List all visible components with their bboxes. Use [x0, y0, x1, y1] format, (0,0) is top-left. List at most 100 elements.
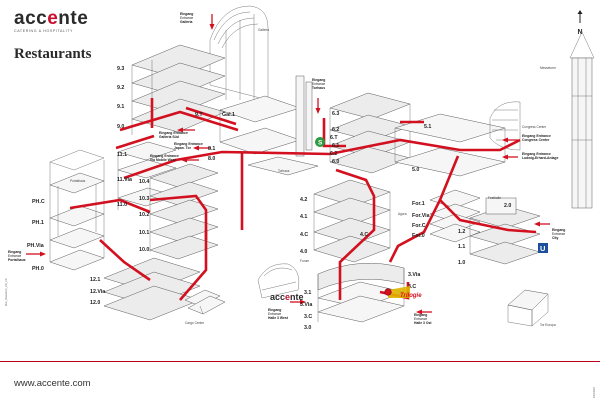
north-label: N [577, 29, 583, 36]
entrance-portalhaus-label: Eingang Entrance Portalhaus [8, 240, 26, 262]
entrance-galleria-sued-label: Eingang Entrance Galleria Süd [159, 121, 192, 139]
level-labels-hall11: 11.1 11.Via 11.0 [117, 152, 132, 208]
level-label: PH.1 [32, 220, 44, 226]
level-label: For.1 [412, 201, 425, 207]
hall-8-block [219, 95, 301, 155]
level-label: 5.0 [412, 167, 419, 173]
level-label: 6.1 [332, 143, 339, 149]
s-bahn-icon: S [315, 137, 325, 147]
level-label: 6.2 [330, 151, 337, 157]
level-labels-hall8: 8.1 8.0 [208, 146, 215, 162]
torhaus-building [247, 75, 319, 176]
messeturm-tower [569, 31, 595, 209]
entrance-city-label: Eingang Entrance City [552, 218, 570, 240]
location-pin-icon[interactable] [384, 288, 392, 296]
hall-1-stack [469, 197, 541, 265]
accente-logo: accente CATERING & HOSPITALITY [14, 8, 88, 33]
hall-12-stack [103, 257, 201, 321]
building-label: Forum [300, 259, 310, 263]
level-label: 3.C [304, 314, 312, 320]
entrance-halle3-ost-label: Eingang Entrance Halle 3 Ost [414, 303, 432, 325]
level-labels-hall6: 6.3 6.2 6.1 6.0 6.T 6.2 [330, 111, 339, 165]
building-label: Galleria [258, 28, 269, 32]
congress-center-building [489, 101, 521, 151]
level-label: 4.2 [300, 197, 307, 203]
document-code: Rst_Standort_29_16 [4, 278, 8, 306]
level-labels-portalhaus: PH.C PH.1 PH.Via PH.0 [27, 199, 45, 272]
fairground-map: 9.3 9.2 9.1 9.0 9.T Gal.1 8.1 8.0 11.1 1… [8, 2, 595, 331]
level-label: 9.T [195, 112, 203, 118]
level-label: 4.C [360, 232, 368, 238]
hall-9-stack [131, 44, 226, 135]
level-label: Gal.1 [222, 112, 235, 118]
entrance-ludwig-erhard-label: Eingang Entrance Ludwig-Erhard-Anlage [522, 142, 558, 160]
level-label: 9.3 [117, 66, 124, 72]
building-label: Cargo Center [185, 321, 205, 325]
level-label: For.Via [412, 213, 430, 219]
level-labels-hall3: 3.1 3.Via 3.C 3.0 3.Via 3.C [300, 272, 420, 331]
entrance-galleria-label: Eingang Entrance Galleria [180, 2, 198, 24]
level-labels-forum: For.1 For.Via For.C For.0 [412, 201, 430, 239]
portalhaus-stack [49, 149, 105, 271]
level-labels-hall12: 12.1 12.Via 12.0 [90, 277, 105, 306]
cargo-center-building [184, 289, 226, 315]
level-label: 8.1 [208, 146, 215, 152]
festhalle-building [257, 263, 300, 299]
level-label: 6.0 [332, 159, 339, 165]
building-label: Festhalle [488, 196, 501, 200]
level-label: 1.2 [458, 229, 465, 235]
building-label: Congress Center [522, 125, 547, 129]
level-labels-hall4: 4.2 4.1 4.C 4.0 4.C [300, 197, 368, 255]
level-label: 11.1 [117, 152, 127, 158]
level-labels-hall1: 2.0 1.2 1.1 1.0 [458, 203, 511, 266]
building-label: Agora [398, 212, 407, 216]
level-labels-hall9: 9.3 9.2 9.1 9.0 9.T Gal.1 [117, 66, 235, 130]
level-label: 3.1 [304, 290, 311, 296]
level-label: 10.4 [139, 179, 149, 185]
svg-text:accente: accente [270, 292, 304, 302]
entrance-via-mobile-label: Eingang Entrance Via Mobile West [150, 144, 183, 162]
north-arrow: N [574, 10, 586, 36]
building-label: Torhaus [278, 169, 290, 173]
level-label: 10.0 [139, 247, 149, 253]
level-label: 10.1 [139, 230, 149, 236]
galleria-building [209, 5, 269, 101]
level-labels-hall5: 5.1 5.0 [412, 124, 431, 173]
level-label: 1.0 [458, 260, 465, 266]
entrance-congress-center-label: Eingang Entrance Congress Center [522, 124, 555, 142]
building-label: Messeturm [540, 66, 556, 70]
level-label: 3.Via [300, 302, 312, 308]
level-label: 3.Via [408, 272, 420, 278]
level-label: PH.C [32, 199, 45, 205]
building-label: Tor Europa [540, 323, 556, 327]
entrance-torhaus-label: Eingang Entrance Torhaus [312, 68, 330, 90]
level-label: 5.1 [424, 124, 431, 130]
level-label: PH.0 [32, 266, 44, 272]
level-label: For.0 [412, 233, 425, 239]
level-label: For.C [412, 223, 426, 229]
u-bahn-icon: U [538, 243, 548, 253]
page-title: Restaurants [14, 46, 92, 62]
entrance-halle3-west-label: Eingang Entrance Halle 3 West [268, 298, 289, 320]
brand-subtitle: CATERING & HOSPITALITY [14, 29, 73, 33]
svg-text:S: S [318, 140, 323, 147]
building-labels: Galleria Torhaus Congress Center Messetu… [70, 28, 556, 327]
level-label: 4.0 [300, 249, 307, 255]
level-label: 11.0 [117, 202, 127, 208]
level-label: 10.3 [139, 196, 149, 202]
hall-10-stack [149, 163, 219, 260]
footer-url-link[interactable]: www.accente.com [14, 378, 91, 389]
accente-sublogo: accente [270, 292, 304, 302]
footer-divider [0, 361, 600, 362]
level-label: 9.1 [117, 104, 124, 110]
level-label: 4.1 [300, 214, 307, 220]
entrance-labels: Eingang Entrance Galleria Eingang Entran… [8, 2, 570, 325]
level-label: 6.T [330, 135, 338, 141]
trilogie-restaurant-marker[interactable]: Trilogie [384, 286, 423, 299]
building-label: Portalhaus [70, 179, 86, 183]
level-label: 8.0 [208, 156, 215, 162]
level-label: 11.Via [117, 177, 132, 183]
level-label: PH.Via [27, 243, 44, 249]
level-label: 1.1 [458, 244, 465, 250]
svg-text:U: U [540, 244, 545, 253]
